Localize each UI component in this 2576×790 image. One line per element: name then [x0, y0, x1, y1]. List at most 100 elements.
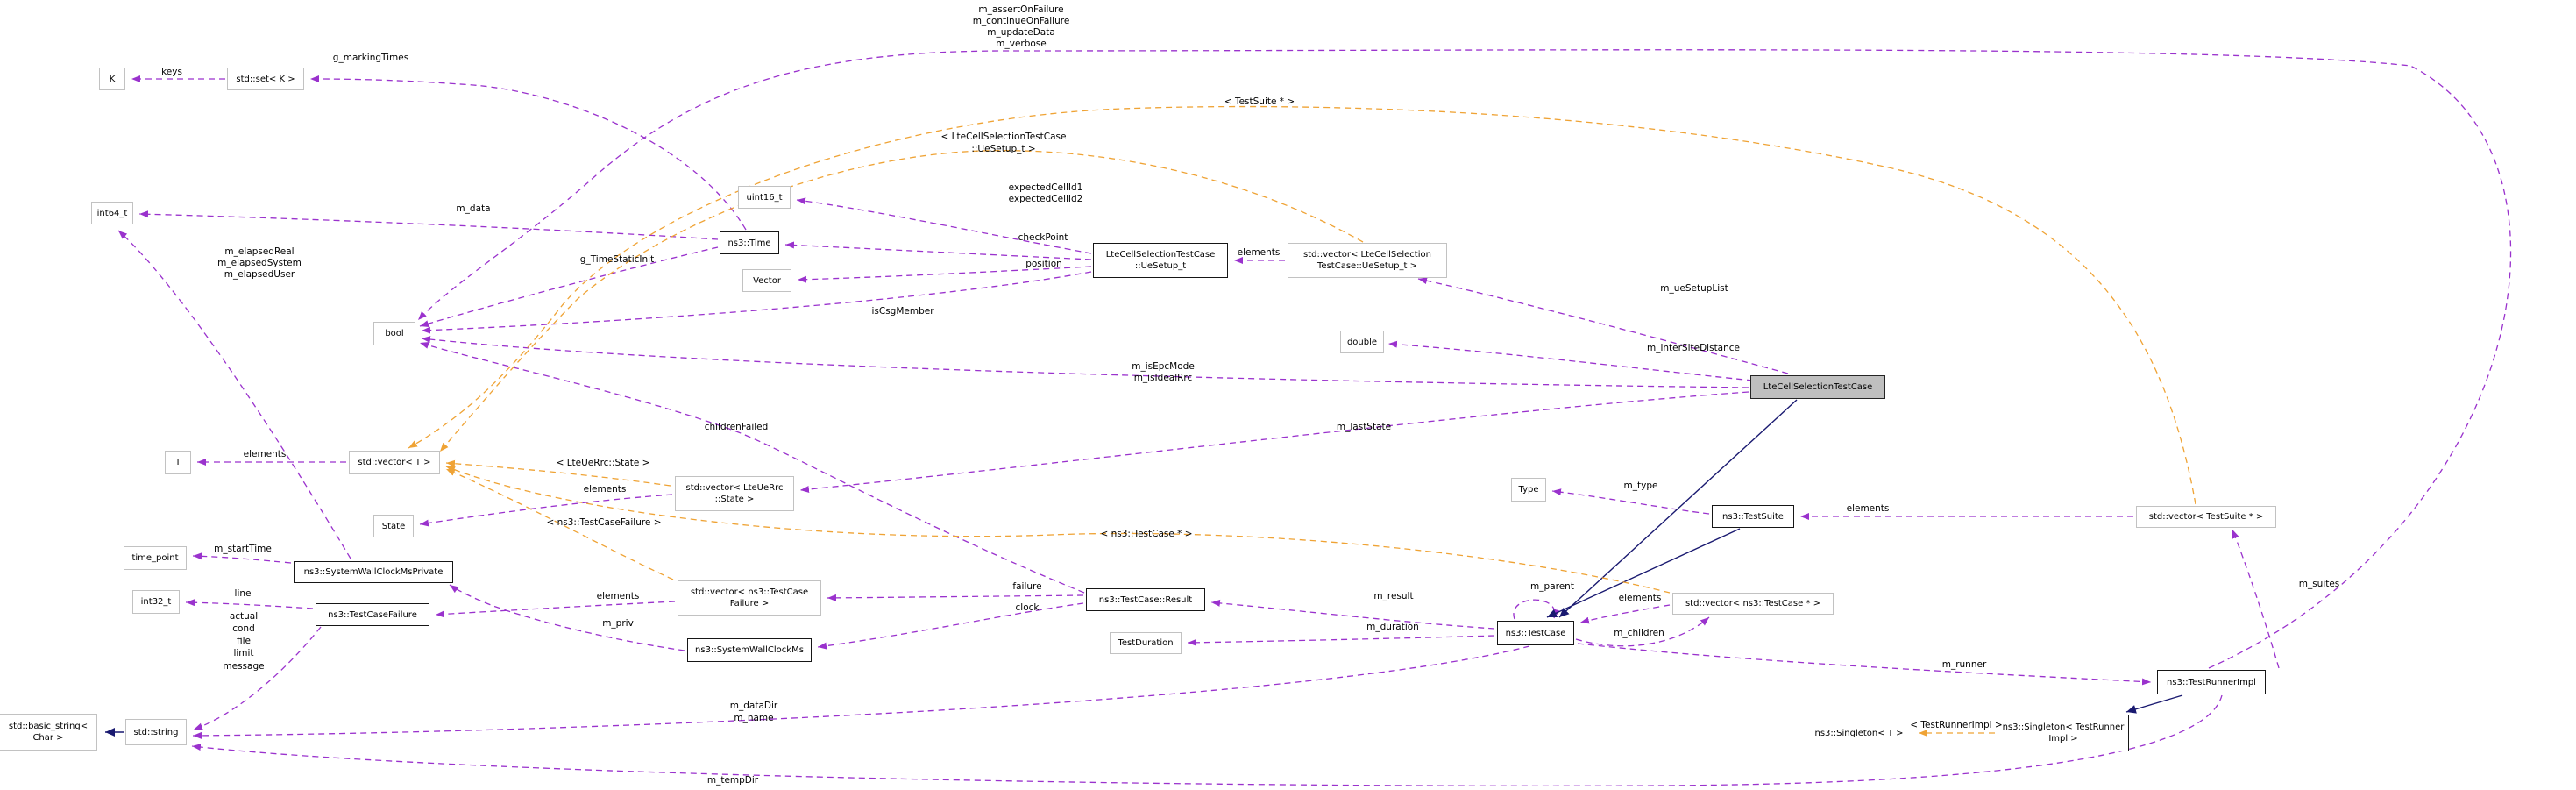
- edge-label-m-assertonfailure-3: m_verbose: [996, 39, 1047, 49]
- class-node-int64-t[interactable]: int64_t: [91, 202, 133, 224]
- edge-failure: [827, 594, 1084, 601]
- edge-label-m-uesetuplist-0: m_ueSetupList: [1660, 283, 1728, 294]
- class-node-std-string[interactable]: std::string: [125, 719, 187, 745]
- edge-label-failure-0: failure: [1012, 581, 1042, 592]
- class-node-vec-luestate[interactable]: std::vector< LteUeRrc::State >: [675, 476, 794, 511]
- class-node-time-point[interactable]: time_point: [124, 545, 187, 570]
- class-node-testduration[interactable]: TestDuration: [1110, 631, 1182, 654]
- class-node-label: ns3::Singleton< T >: [1814, 728, 1904, 738]
- edge-label-elements-uesetup-0: elements: [1237, 247, 1281, 258]
- class-node-label: std::set< K >: [236, 74, 295, 84]
- class-node-label: ns3::TestRunnerImpl: [2167, 677, 2256, 687]
- edge-label-m-suites-0: m_suites: [2298, 579, 2340, 589]
- edge-label-tpl-uesetup-1: ::UeSetup_t >: [971, 144, 1036, 154]
- class-node-vec-testcase[interactable]: std::vector< ns3::TestCase * >: [1672, 592, 1834, 615]
- edge-label-m-type-0: m_type: [1623, 480, 1658, 491]
- edge-label-failure-strings-0: actual: [229, 611, 259, 622]
- edge-label-childrenfailed-0: childrenFailed: [704, 422, 769, 432]
- class-node-singleton-t[interactable]: ns3::Singleton< T >: [1806, 722, 1912, 744]
- class-node-label: std::vector< TestSuite * >: [2148, 511, 2264, 522]
- class-node-label: ns3::TestCaseFailure: [328, 609, 417, 620]
- class-node-uint16-t[interactable]: uint16_t: [738, 186, 791, 209]
- class-node-main[interactable]: LteCellSelectionTestCase: [1750, 374, 1885, 399]
- class-node-ns3-time[interactable]: ns3::Time: [720, 231, 779, 254]
- edge-m-starttime: [192, 552, 292, 564]
- edge-m-duration: [1187, 635, 1495, 646]
- class-node-basic-string[interactable]: std::basic_string<Char >: [0, 714, 97, 751]
- class-node-k[interactable]: K: [99, 68, 125, 90]
- class-node-double[interactable]: double: [1340, 331, 1384, 353]
- edge-label-failure-strings-3: limit: [233, 648, 254, 658]
- class-node-set-k[interactable]: std::set< K >: [227, 68, 304, 90]
- class-node-vec-t[interactable]: std::vector< T >: [349, 450, 440, 474]
- class-node-label: time_point: [131, 552, 179, 563]
- class-node-label: ns3::Singleton< TestRunner: [2002, 722, 2125, 732]
- class-node-swcm[interactable]: ns3::SystemWallClockMs: [687, 637, 812, 662]
- class-node-label: State: [381, 521, 406, 531]
- edge-g-markingtimes: [309, 75, 747, 231]
- edge-label-failure-strings-2: file: [237, 636, 251, 646]
- class-node-label: Char >: [32, 733, 64, 743]
- edge-label-expectedcellid-0: expectedCellId1: [1008, 182, 1083, 193]
- edge-label-elements-testsuite-0: elements: [1846, 503, 1890, 514]
- class-node-label: ns3::TestCase::Result: [1098, 594, 1193, 605]
- class-node-testcase[interactable]: ns3::TestCase: [1497, 621, 1574, 645]
- edge-label-m-result-0: m_result: [1373, 591, 1414, 601]
- class-node-label: bool: [385, 328, 404, 338]
- class-node-testrunnerimpl[interactable]: ns3::TestRunnerImpl: [2157, 670, 2266, 694]
- edge-elements-failure: [435, 601, 676, 618]
- edge-m-uesetuplist: [1417, 277, 1789, 374]
- class-node-testcasefailure[interactable]: ns3::TestCaseFailure: [316, 603, 429, 626]
- class-node-label: ns3::TestCase: [1505, 628, 1566, 638]
- class-node-testcase-result[interactable]: ns3::TestCase::Result: [1086, 588, 1205, 611]
- edge-label-g-timestaticinit-0: g_TimeStaticInit: [579, 254, 655, 265]
- class-node-label: TestDuration: [1118, 637, 1174, 648]
- class-node-testsuite[interactable]: ns3::TestSuite: [1712, 505, 1794, 528]
- edges: [105, 49, 2512, 786]
- edge-label-m-intersitedistance-0: m_interSiteDistance: [1646, 343, 1741, 353]
- edge-label-m-isepcmode-1: m_isIdealRrc: [1133, 373, 1193, 383]
- edge-checkpoint: [784, 241, 1092, 260]
- edge-m-type: [1551, 488, 1710, 515]
- edge-label-m-laststate-0: m_lastState: [1336, 422, 1392, 432]
- class-node-bool[interactable]: bool: [373, 321, 415, 345]
- edge-label-m-elapsed-2: m_elapsedUser: [224, 269, 295, 280]
- edge-label-m-tempdir-0: m_tempDir: [706, 775, 759, 786]
- edge-label-m-datadir-1: m_name: [734, 713, 774, 723]
- edge-label-m-assertonfailure-1: m_continueOnFailure: [972, 16, 1070, 26]
- class-node-t[interactable]: T: [165, 450, 191, 474]
- class-node-label: Failure >: [729, 599, 770, 609]
- class-node-label: std::vector< LteUeRrc: [685, 483, 784, 493]
- class-node-label: std::vector< T >: [358, 457, 431, 467]
- edge-label-m-children-0: m_children: [1614, 628, 1664, 638]
- class-node-swcm-private[interactable]: ns3::SystemWallClockMsPrivate: [294, 560, 453, 583]
- class-node-label: int32_t: [140, 596, 172, 607]
- class-node-label: int64_t: [96, 208, 128, 218]
- class-node-uesetup-t[interactable]: LteCellSelectionTestCase::UeSetup_t: [1093, 243, 1228, 278]
- edge-label-line-0: line: [234, 588, 252, 599]
- edge-label-iscsgmember-0: isCsgMember: [871, 306, 934, 317]
- class-node-label: ns3::SystemWallClockMsPrivate: [303, 566, 444, 577]
- edge-label-m-elapsed-1: m_elapsedSystem: [217, 258, 302, 268]
- edge-label-tpl-testcase-ptr-0: < ns3::TestCase * >: [1100, 529, 1193, 539]
- class-node-label: std::vector< ns3::TestCase: [690, 587, 809, 597]
- class-node-type[interactable]: Type: [1511, 477, 1546, 502]
- class-node-vec-testsuite[interactable]: std::vector< TestSuite * >: [2136, 505, 2276, 528]
- edge-label-m-runner-0: m_runner: [1941, 659, 1987, 670]
- edge-label-tpl-uesetup-0: < LteCellSelectionTestCase: [940, 132, 1067, 142]
- class-node-vector[interactable]: Vector: [742, 269, 791, 292]
- class-node-int32-t[interactable]: int32_t: [132, 589, 180, 614]
- edge-tpl-testcase-ptr: [445, 466, 1671, 594]
- edge-m-runner: [1577, 643, 2152, 686]
- edge-label-g-markingtimes-0: g_markingTimes: [332, 53, 409, 63]
- class-node-label: LteCellSelectionTestCase: [1105, 250, 1216, 260]
- class-node-state[interactable]: State: [373, 515, 414, 537]
- class-node-label: ::UeSetup_t: [1134, 261, 1187, 271]
- edge-m-parent: [1513, 599, 1560, 620]
- edge-m-elapsed: [117, 230, 351, 559]
- edge-m-assertonfailure: [417, 49, 2512, 669]
